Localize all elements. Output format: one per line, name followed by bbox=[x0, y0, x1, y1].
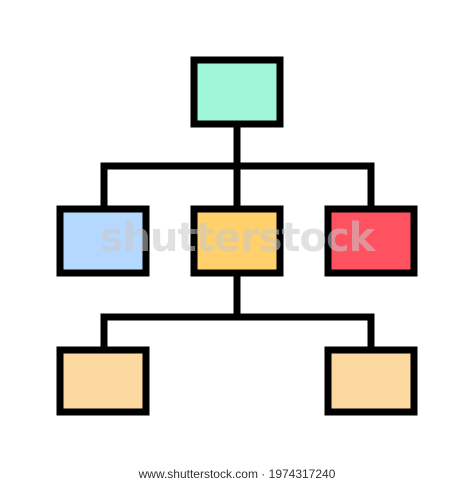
child-node-middle bbox=[190, 205, 284, 277]
child-node-left bbox=[56, 205, 150, 277]
child-node-right bbox=[324, 205, 418, 277]
connector-root-to-children bbox=[100, 124, 375, 209]
footer-caption: www.shutterstock.com · 1974317240 bbox=[0, 460, 474, 489]
grandchild-node-left bbox=[56, 346, 150, 416]
connector-middle-to-grandchildren bbox=[100, 273, 375, 350]
root-node bbox=[190, 56, 284, 128]
hierarchy-diagram bbox=[56, 56, 418, 416]
grandchild-node-right bbox=[324, 346, 418, 416]
